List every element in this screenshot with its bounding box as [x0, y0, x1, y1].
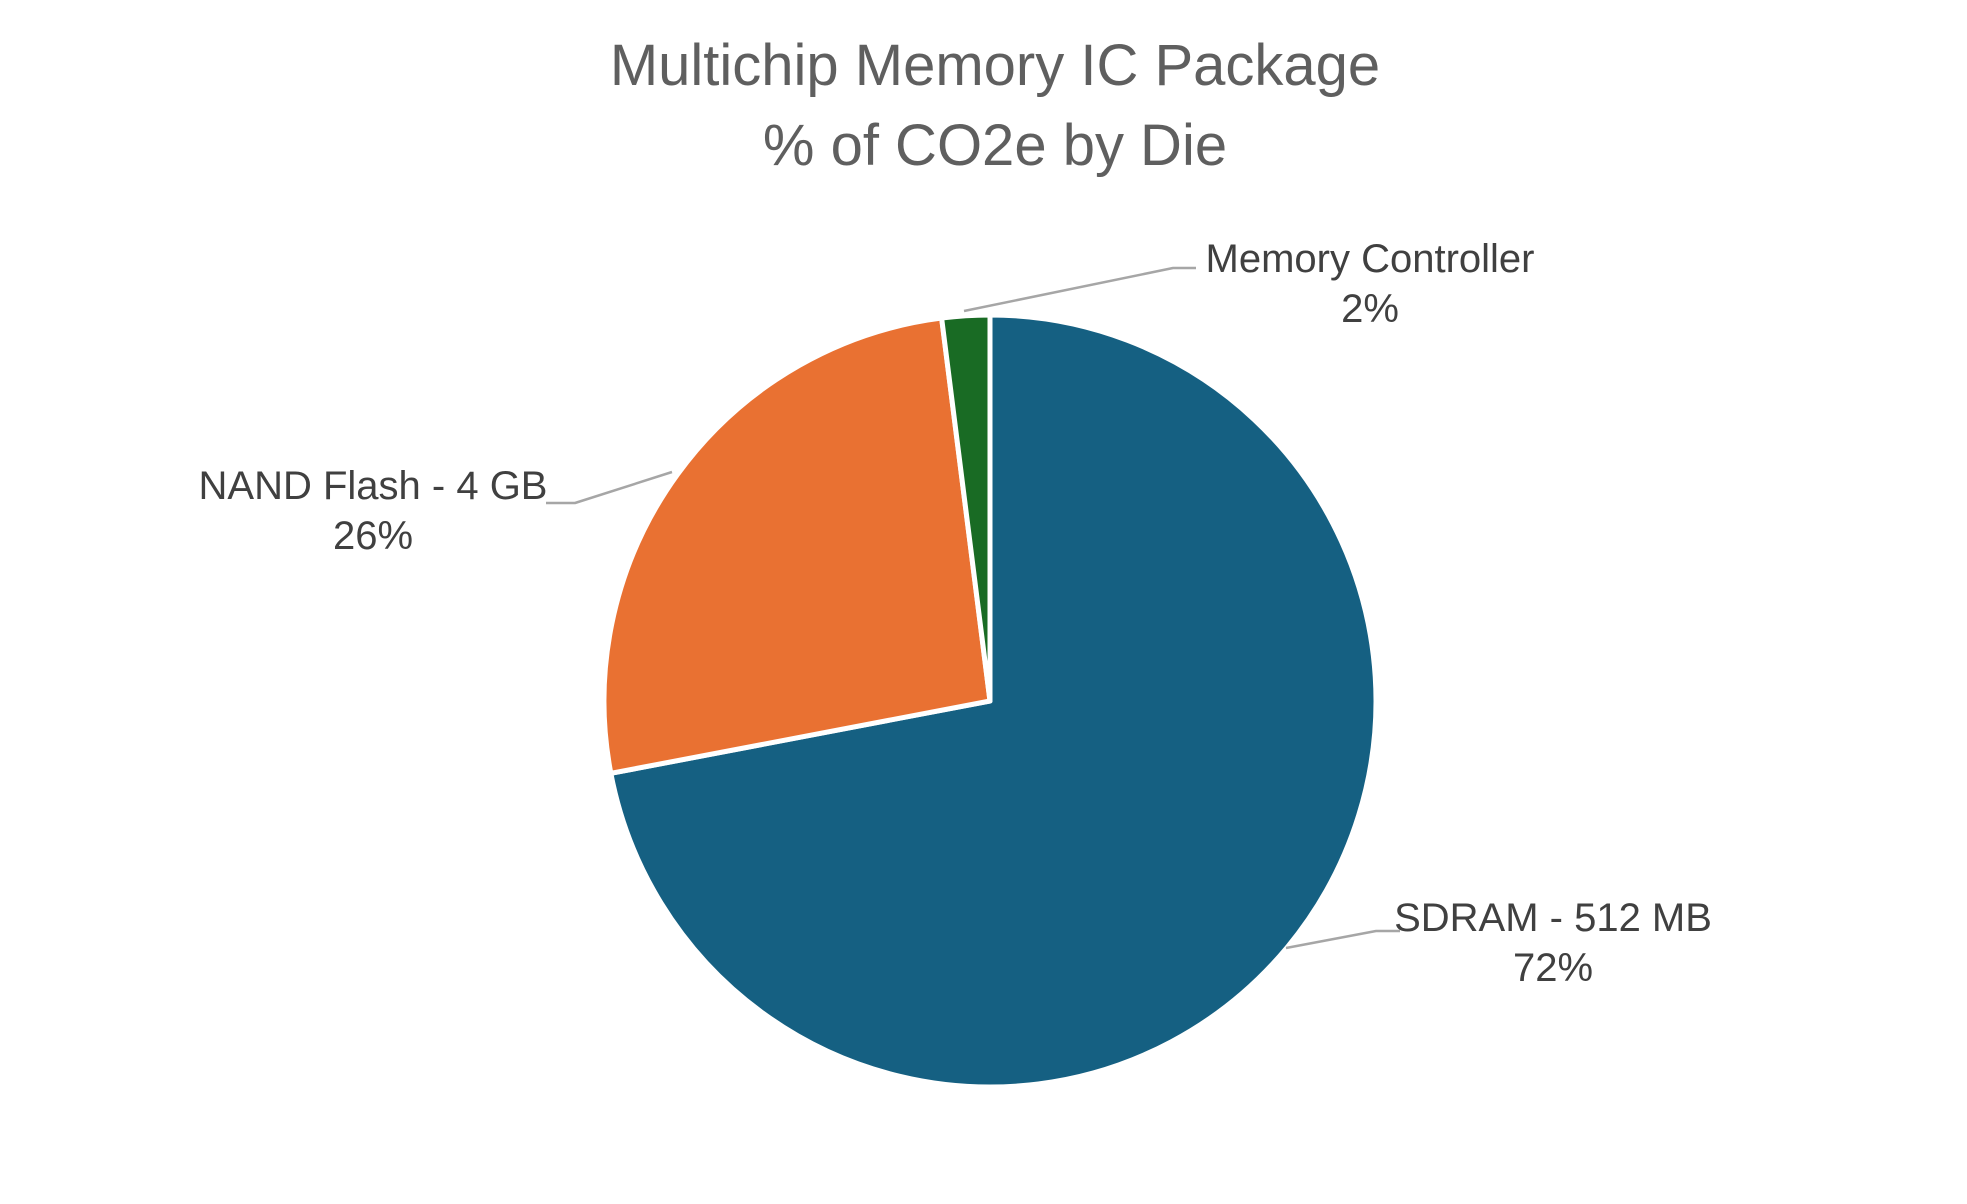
- pie-slice-memory-controller: [939, 312, 993, 704]
- data-label-memory-controller-percent: 2%: [1341, 287, 1399, 331]
- data-label-nand: NAND Flash - 4 GB 26%: [199, 461, 548, 561]
- leader-line-memory-controller: [963, 266, 1196, 313]
- leader-line-nand: [546, 470, 673, 505]
- chart-title-line-1: Multichip Memory IC Package: [609, 33, 1381, 98]
- data-label-sdram: SDRAM - 512 MB 72%: [1394, 893, 1712, 993]
- data-label-memory-controller-name: Memory Controller: [1205, 237, 1535, 281]
- data-label-nand-name: NAND Flash - 4 GB: [198, 464, 548, 508]
- pie-slice-nand: [601, 315, 993, 776]
- chart-title-line-2: % of CO2e by Die: [762, 113, 1228, 178]
- pie-slices: [601, 312, 1379, 1090]
- leader-line-sdram: [1285, 929, 1400, 950]
- chart-title: Multichip Memory IC Package % of CO2e by…: [610, 26, 1380, 186]
- data-label-nand-percent: 26%: [332, 514, 414, 558]
- data-label-memory-controller: Memory Controller 2%: [1206, 234, 1535, 334]
- data-label-sdram-percent: 72%: [1512, 946, 1594, 990]
- data-label-sdram-name: SDRAM - 512 MB: [1394, 896, 1712, 940]
